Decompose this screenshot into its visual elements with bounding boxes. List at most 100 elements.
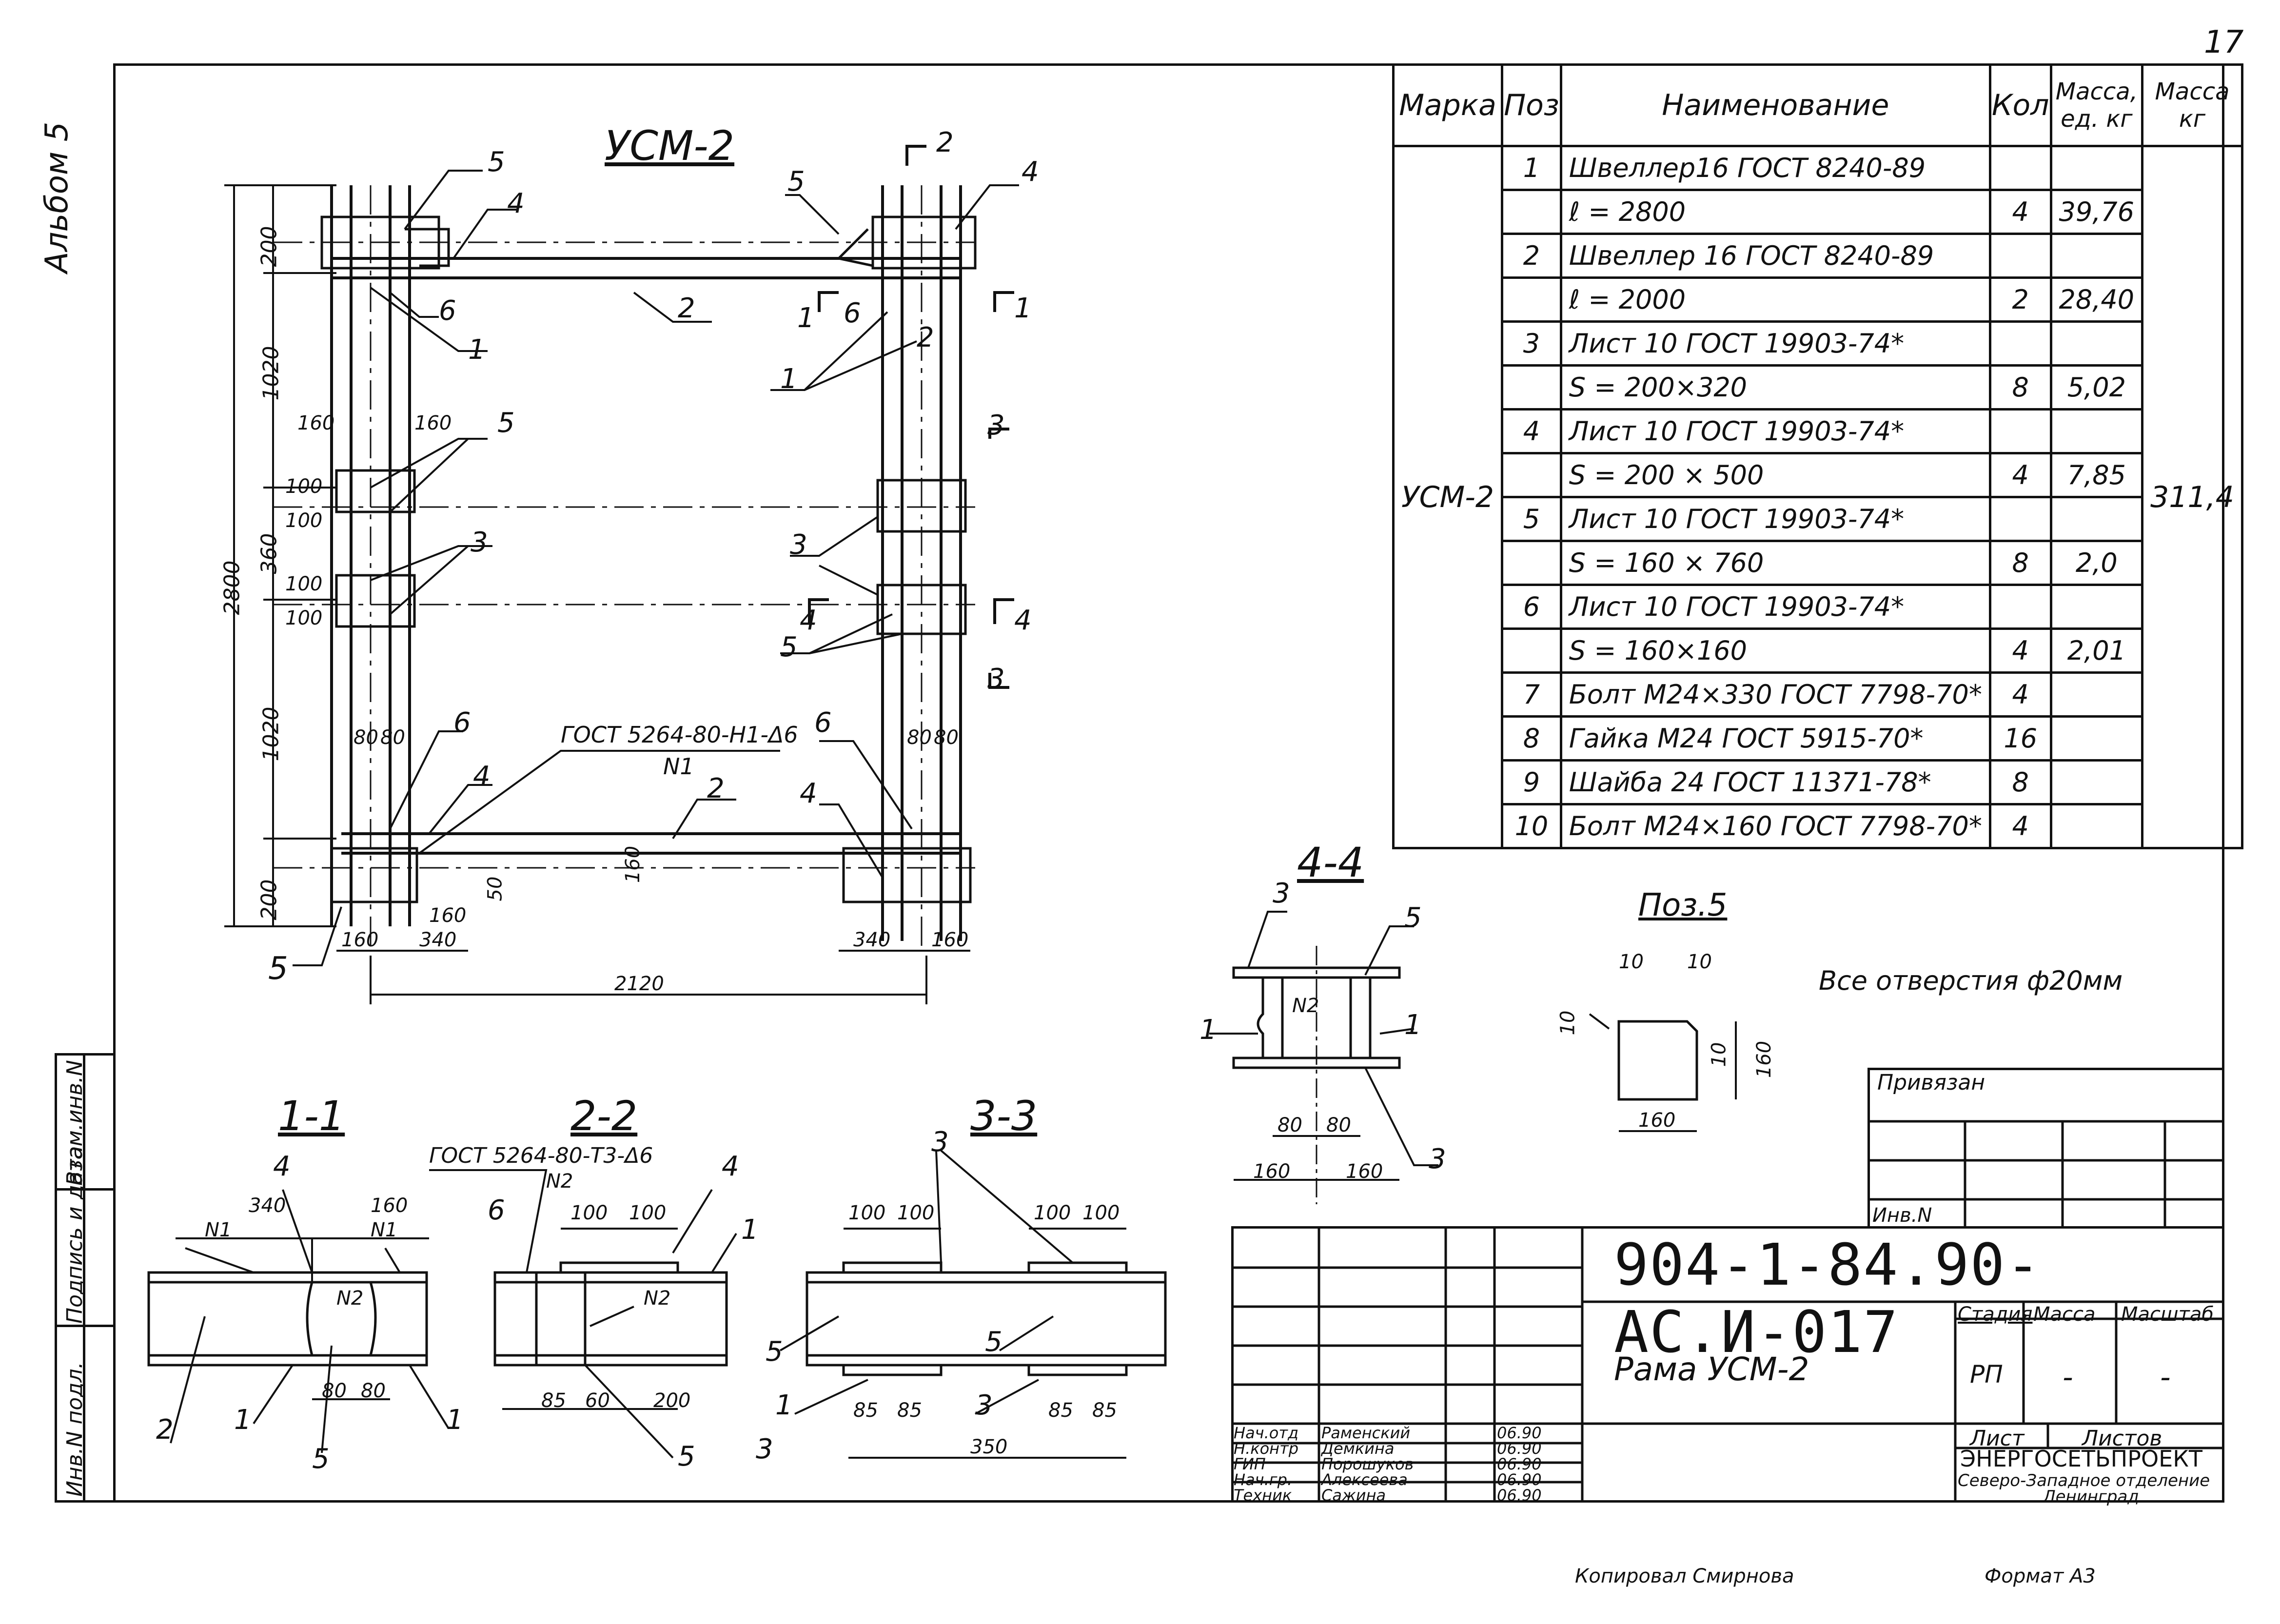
signatory-name: Сажина	[1321, 1486, 1386, 1505]
signatory-name: Алексеева	[1321, 1470, 1408, 1489]
pos-3-mid-left: 3	[471, 527, 488, 558]
spec-unit-mass: 7,85	[2049, 452, 2144, 498]
pos-1-top-right: 1	[780, 363, 798, 395]
spec-unit-mass: 5,02	[2049, 364, 2144, 411]
dim-100-a: 100	[285, 475, 323, 498]
spec-qty: 4	[1988, 189, 2052, 235]
spec-pos	[1501, 364, 1562, 411]
section-mark-1-left: 1	[797, 302, 815, 334]
s11-weld-n1-b: N1	[371, 1219, 398, 1241]
s33-pos-5-a: 5	[766, 1336, 783, 1368]
sheets-header: Листов	[2082, 1426, 2162, 1451]
spec-name: Шайба 24 ГОСТ 11371-78*	[1559, 759, 1991, 805]
s11-dim-340: 340	[249, 1194, 286, 1217]
spec-pos: 8	[1501, 715, 1562, 762]
mass-header: Масса	[2033, 1303, 2096, 1326]
s33-pos-5-b: 5	[985, 1326, 1002, 1358]
s33-dim-100-b: 100	[897, 1202, 935, 1224]
dim-80-d: 80	[934, 726, 959, 749]
poz5-dim-160-a: 160	[1638, 1109, 1676, 1132]
spec-unit-mass	[2049, 671, 2144, 718]
spec-qty	[1988, 233, 2052, 279]
s33-dim-100-d: 100	[1082, 1202, 1120, 1224]
dim-160-a: 160	[297, 412, 335, 434]
s33-pos-3-bottom-b: 3	[756, 1433, 773, 1465]
drawing-code: 904-1-84.90-АС.И-017	[1614, 1231, 2042, 1366]
pos-6-bottom-right: 6	[814, 707, 832, 739]
pos-1-top-left: 1	[468, 334, 486, 366]
s44-weld: N2	[1292, 995, 1319, 1017]
s44-dim-160-a: 160	[1253, 1160, 1291, 1183]
weld-note-main: ГОСТ 5264-80-Н1-Δ6	[561, 722, 798, 748]
s11-weld-n1-a: N1	[205, 1219, 232, 1241]
header-total-mass: Масса кг	[2141, 63, 2243, 147]
dim-bottom-340-b: 340	[853, 929, 891, 951]
section-2-2	[429, 1169, 737, 1459]
header-name: Наименование	[1559, 63, 1991, 147]
pos-4-bottom-left: 4	[473, 761, 491, 792]
s22-dim-100-a: 100	[570, 1202, 608, 1224]
spec-name: Швеллер16 ГОСТ 8240-89	[1559, 145, 1991, 191]
s44-pos-3-bottom: 3	[1429, 1143, 1446, 1175]
scale-header: Масштаб	[2121, 1303, 2214, 1326]
holes-note: Все отверстия ф20мм	[1819, 965, 2123, 996]
spec-name: ℓ = 2800	[1559, 189, 1991, 235]
spec-qty	[1988, 496, 2052, 542]
pos-5-bottom-left: 5	[268, 951, 288, 987]
spec-qty: 8	[1988, 364, 2052, 411]
dim-bottom-160-c: 160	[931, 929, 969, 951]
s33-dim-100-c: 100	[1034, 1202, 1071, 1224]
spec-qty: 4	[1988, 671, 2052, 718]
drawing-name: Рама УСМ-2	[1614, 1350, 1809, 1388]
pos-5-top-left: 5	[488, 146, 505, 178]
s11-pos-5: 5	[312, 1443, 330, 1475]
spec-pos: 9	[1501, 759, 1562, 805]
dim-160-b: 160	[414, 412, 452, 434]
s33-dim-350: 350	[970, 1436, 1008, 1458]
spec-name: Лист 10 ГОСТ 19903-74*	[1559, 584, 1991, 630]
section-3-3	[779, 1150, 1167, 1459]
inv-label: Инв.N	[1872, 1204, 1932, 1227]
spec-unit-mass	[2049, 715, 2144, 762]
section-mark-3-bottom: 3	[987, 663, 1005, 695]
s33-dim-85-d: 85	[1092, 1399, 1117, 1422]
poz5-title: Поз.5	[1638, 887, 1728, 923]
spec-name: Болт М24×160 ГОСТ 7798-70*	[1559, 803, 1991, 849]
s11-dim-80-b: 80	[361, 1380, 386, 1402]
spec-qty: 16	[1988, 715, 2052, 762]
s11-pos-1-b: 1	[446, 1404, 464, 1436]
signatory-date: 06.90	[1497, 1455, 1542, 1473]
spec-pos: 6	[1501, 584, 1562, 630]
s33-pos-3-top: 3	[931, 1126, 949, 1158]
signatory-name: Демкина	[1321, 1439, 1395, 1458]
leader-lines	[293, 170, 1019, 966]
spec-pos: 10	[1501, 803, 1562, 849]
spec-unit-mass: 2,0	[2049, 540, 2144, 586]
spec-pos	[1501, 540, 1562, 586]
dim-100-b: 100	[285, 509, 323, 532]
s44-pos-1-right: 1	[1404, 1009, 1422, 1041]
spec-unit-mass: 28,40	[2049, 276, 2144, 323]
signatory-name: Порошуков	[1321, 1455, 1414, 1473]
section-4-4-title: 4-4	[1297, 839, 1364, 886]
s33-dim-85-a: 85	[853, 1399, 878, 1422]
spec-unit-mass	[2049, 233, 2144, 279]
section-4-4	[1209, 911, 1438, 1204]
signatory-role: Нач.отд	[1234, 1424, 1299, 1442]
section-mark-4-right: 4	[1014, 605, 1032, 636]
spec-name: S = 160×160	[1559, 627, 1991, 674]
footer-format: Формат А3	[1985, 1565, 2096, 1587]
section-1-1	[147, 1189, 450, 1453]
spec-qty: 8	[1988, 540, 2052, 586]
scale-value: -	[2160, 1360, 2171, 1394]
mass-value: -	[2063, 1360, 2073, 1394]
spec-table: Марка Поз Наименование Кол Масса, ед. кг…	[1392, 63, 2243, 849]
